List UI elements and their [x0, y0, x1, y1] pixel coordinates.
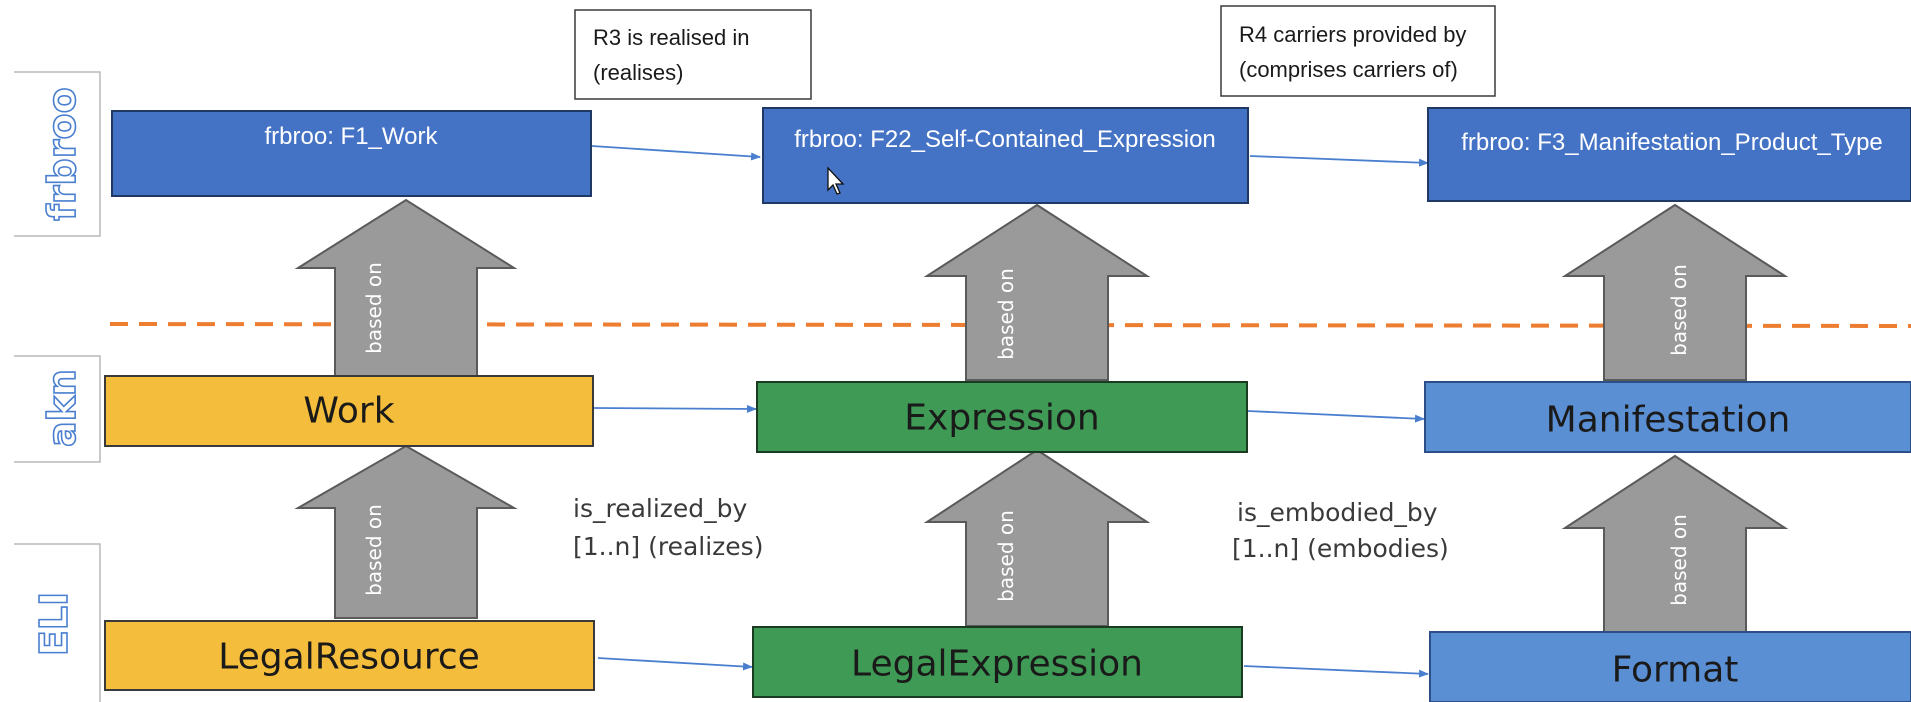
frbroo-manifestation-label: frbroo: F3_Manifestation_Product_Type: [1461, 129, 1883, 156]
eli-manifestation-box: Format: [1429, 631, 1911, 702]
relation-note-r3: R3 is realised in (realises): [574, 9, 812, 100]
frbroo-manifestation-box: frbroo: F3_Manifestation_Product_Type: [1427, 107, 1911, 202]
mouse-cursor-icon: [827, 166, 845, 195]
layer-label-frbroo: frbroo: [14, 71, 101, 237]
connector-eli-work-expression: [597, 657, 753, 671]
frbroo-work-box: frbroo: F1_Work: [111, 110, 592, 197]
layer-label-eli: ELI: [14, 543, 101, 702]
relation-note-r3-line1: R3 is realised in: [593, 25, 750, 50]
layer-label-akn-text: akn: [40, 369, 84, 447]
layer-label-eli-text: ELI: [32, 592, 76, 656]
based-on-label: based on: [362, 504, 386, 596]
based-on-label: based on: [1667, 514, 1691, 606]
relation-label-embodied-by: is_embodied_by: [1237, 498, 1438, 527]
akn-work-box: Work: [104, 375, 594, 447]
relation-note-r4-line1: R4 carriers provided by: [1239, 22, 1466, 47]
relation-label-realized-by-cardinality: [1..n] (realizes): [573, 532, 763, 561]
based-on-arrow-frbroo-expression: [923, 203, 1151, 381]
based-on-arrow-frbroo-work: [294, 198, 518, 377]
akn-expression-box: Expression: [756, 381, 1248, 453]
connector-akn-expression-manifestation: [1247, 410, 1425, 423]
eli-work-label: LegalResource: [218, 637, 480, 678]
layer-label-frbroo-text: frbroo: [40, 87, 84, 220]
relation-note-r4: R4 carriers provided by (comprises carri…: [1220, 5, 1496, 97]
layer-label-akn: akn: [14, 355, 101, 463]
relation-note-r4-line2: (comprises carriers of): [1239, 57, 1458, 82]
akn-expression-label: Expression: [904, 398, 1099, 439]
connector-frbroo-expression-manifestation: [1249, 155, 1429, 167]
based-on-arrow-akn-expression: [923, 448, 1151, 627]
akn-manifestation-label: Manifestation: [1546, 400, 1791, 441]
relation-note-r3-line2: (realises): [593, 60, 683, 85]
relation-label-realized-by: is_realized_by: [573, 494, 748, 523]
relation-label-embodied-by-cardinality: [1..n] (embodies): [1232, 534, 1449, 563]
eli-expression-box: LegalExpression: [752, 626, 1243, 698]
based-on-arrow-akn-work: [294, 444, 518, 619]
based-on-arrow-akn-manifestation: [1561, 454, 1789, 633]
frbroo-expression-label: frbroo: F22_Self-Contained_Expression: [794, 126, 1216, 153]
connector-eli-expression-manifestation: [1243, 665, 1429, 678]
akn-work-label: Work: [303, 391, 394, 432]
eli-expression-label: LegalExpression: [851, 644, 1143, 685]
connector-akn-work-expression: [593, 404, 757, 413]
based-on-label: based on: [1667, 264, 1691, 356]
eli-manifestation-label: Format: [1612, 650, 1739, 691]
based-on-label: based on: [362, 262, 386, 354]
eli-work-box: LegalResource: [104, 620, 595, 691]
akn-manifestation-box: Manifestation: [1424, 381, 1911, 453]
based-on-label: based on: [994, 268, 1018, 360]
frbroo-work-label: frbroo: F1_Work: [265, 123, 439, 150]
based-on-arrow-frbroo-manifestation: [1561, 203, 1789, 381]
frbroo-expression-box: frbroo: F22_Self-Contained_Expression: [762, 107, 1249, 204]
based-on-label: based on: [994, 510, 1018, 602]
connector-frbroo-work-expression: [591, 145, 761, 161]
